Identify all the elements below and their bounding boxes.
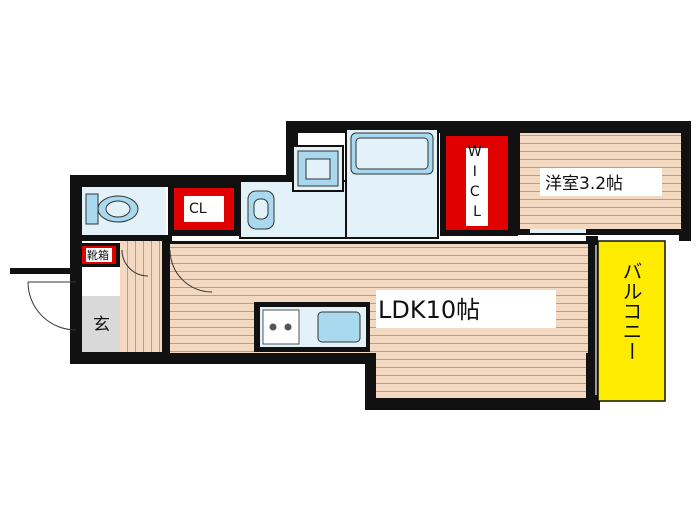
western-room-label: 洋室3.2帖 xyxy=(545,174,623,194)
kitchen xyxy=(254,302,370,352)
balcony xyxy=(595,240,666,402)
balcony-label: バルコニー xyxy=(619,261,643,361)
entrance xyxy=(27,249,213,352)
washroom xyxy=(239,145,347,239)
toilet-room xyxy=(82,187,172,241)
sink-icon xyxy=(317,311,361,343)
shoe-box-label: 靴箱 xyxy=(87,248,109,262)
shoe-box xyxy=(78,243,120,267)
hallway xyxy=(120,241,170,352)
cl-label: CL xyxy=(189,201,207,217)
stove-icon xyxy=(269,323,277,331)
wicl-label: W I C L xyxy=(468,144,486,220)
closet-cl xyxy=(168,182,240,236)
walk-in-closet xyxy=(440,126,518,236)
ldk-label: LDK10帖 xyxy=(378,296,480,324)
entrance-label: 玄 xyxy=(93,315,110,335)
bathroom xyxy=(345,128,439,239)
